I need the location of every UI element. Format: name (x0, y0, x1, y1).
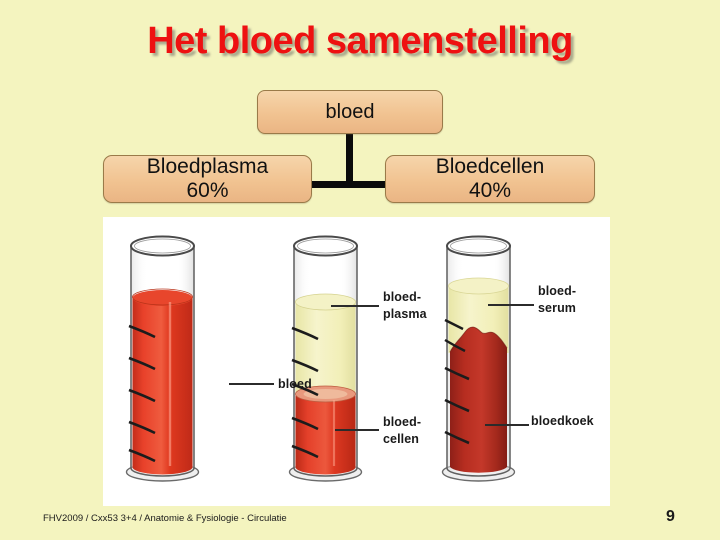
test-tube-clotted-blood (441, 235, 516, 482)
connector-vertical (346, 133, 353, 185)
connector-horizontal (305, 181, 392, 188)
diagram-box-bloed[interactable]: bloed (257, 90, 443, 134)
leader-line-plasma (331, 305, 379, 307)
leader-line-serum (488, 304, 534, 306)
footer-text: FHV2009 / Cxx53 3+4 / Anatomie & Fysiolo… (43, 513, 287, 524)
figure-label-bloedkoek: bloedkoek (531, 414, 594, 428)
diagram-box-bloed-label: bloed (325, 100, 375, 123)
test-tube-centrifuged-blood (288, 235, 363, 482)
diagram-box-bloedcellen-value: 40% (468, 179, 512, 202)
diagram-box-bloedcellen-label: Bloedcellen (435, 155, 545, 179)
leader-line-cellen (335, 429, 379, 431)
figure-label-bloedcellen: bloed- cellen (383, 415, 422, 446)
figure-label-bloed: bloed (278, 377, 312, 391)
diagram-box-bloedplasma[interactable]: Bloedplasma 60% (103, 155, 312, 203)
figure-label-bloedplasma: bloed- plasma (383, 290, 427, 321)
leader-line-bloed (229, 383, 274, 385)
diagram-box-bloedplasma-value: 60% (186, 179, 229, 202)
leader-line-bloedkoek (485, 424, 529, 426)
page-title: Het bloed samenstelling (147, 20, 573, 62)
test-tube-whole-blood (125, 235, 200, 482)
figure-label-bloedserum: bloed- serum (538, 284, 577, 315)
diagram-box-bloedcellen[interactable]: Bloedcellen 40% (385, 155, 595, 203)
diagram-box-bloedplasma-label: Bloedplasma (146, 155, 269, 179)
page-number: 9 (666, 508, 675, 525)
figure-panel: bloed bloed- plasma bloed- cellen bloed-… (103, 217, 610, 506)
